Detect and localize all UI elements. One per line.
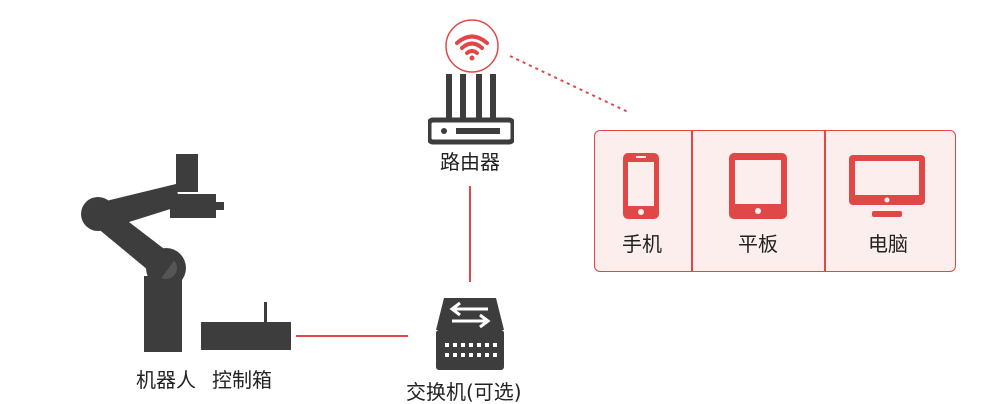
monitor-icon [849, 155, 925, 217]
device-label-phone: 手机 [622, 232, 662, 256]
router-label: 路由器 [440, 150, 500, 174]
switch-icon [436, 298, 504, 370]
robot-node [80, 150, 230, 354]
tablet-icon [729, 153, 787, 219]
robot-label: 机器人 [136, 368, 196, 392]
robot-arm-icon [81, 154, 224, 352]
device-label-tablet: 平板 [738, 232, 778, 256]
router-icon [428, 74, 514, 145]
wifi-icon [445, 19, 499, 73]
client-devices-panel: 手机 平板 电脑 [594, 130, 956, 272]
wifi-node [444, 18, 500, 74]
router-node [428, 74, 514, 146]
controller-label: 控制箱 [212, 368, 272, 392]
device-tablet [727, 151, 789, 221]
switch-node [434, 298, 506, 372]
device-label-monitor: 电脑 [868, 232, 908, 256]
phone-icon [623, 153, 659, 219]
control-box-icon [201, 302, 291, 350]
device-phone [621, 151, 661, 221]
wifi-devices-link [509, 55, 629, 113]
controller-node [200, 300, 292, 352]
panel-divider [691, 131, 693, 271]
switch-label: 交换机(可选) [406, 380, 522, 404]
device-monitor [847, 153, 927, 221]
panel-divider [824, 131, 826, 271]
